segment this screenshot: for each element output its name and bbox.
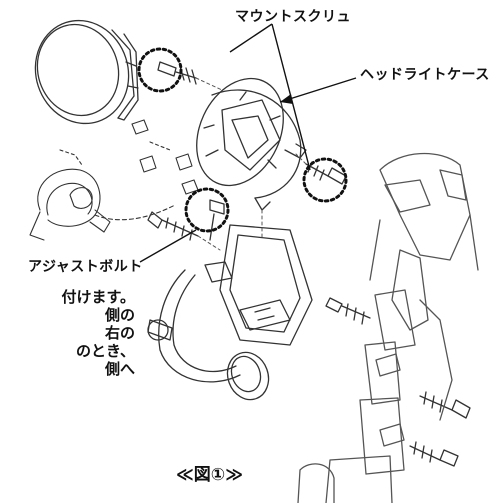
instruction-line: 側の <box>104 306 135 324</box>
instruction-line: 付けます。 <box>61 288 135 306</box>
guide-lines <box>195 77 307 251</box>
instruction-line: 右の <box>104 324 135 342</box>
highlight-circle-adjust <box>184 187 230 233</box>
wiring-harness <box>29 149 176 241</box>
leader-adjust-bolt <box>139 229 197 263</box>
headlight-bracket <box>147 224 313 383</box>
headlight-case <box>196 77 307 211</box>
instruction-line: のとき、 <box>76 342 135 360</box>
instruction-line: 側へ <box>104 360 135 378</box>
leader-headlight-case <box>279 77 357 103</box>
highlight-circle-mount-right <box>302 157 348 203</box>
mount-screw-right <box>305 161 347 185</box>
adjust-bolt <box>147 199 225 241</box>
adjust-bolt-label: アジャストボルト <box>28 259 143 275</box>
lower-reflector <box>226 351 270 401</box>
headlight-lens <box>34 19 139 125</box>
small-clips <box>131 119 199 195</box>
mount-screw-label: マウントスクリュ <box>235 9 351 25</box>
fork-body <box>297 152 479 503</box>
side-bolts <box>325 297 471 467</box>
headlight-case-label: ヘッドライトケース <box>360 67 490 83</box>
figure-caption: ≪図①≫ <box>176 465 243 485</box>
highlight-circle-mount-top <box>137 47 183 93</box>
instruction-text: 付けます。 側の 右の のとき、 側へ <box>0 288 135 378</box>
arrowhead-headlight-case <box>280 94 293 104</box>
